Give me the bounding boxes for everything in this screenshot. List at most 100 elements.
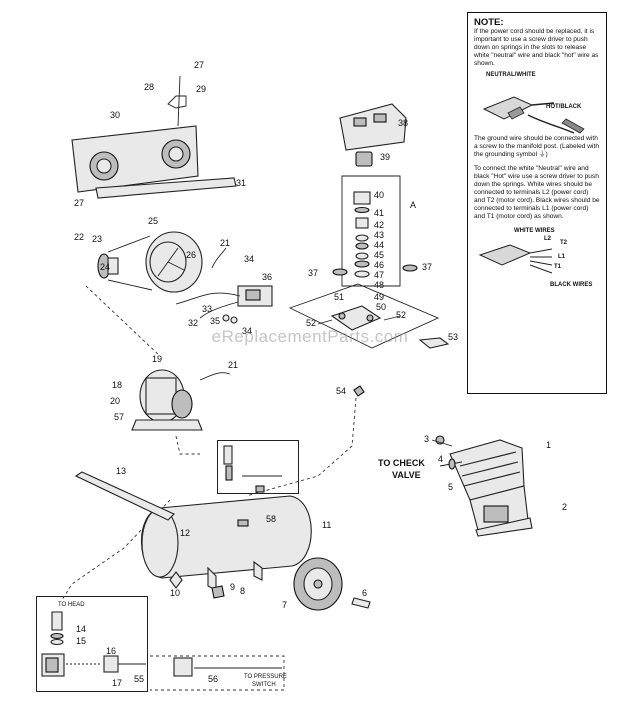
callout-51: 51 — [334, 292, 344, 302]
terminal-l1: L1 — [558, 254, 566, 260]
check-valve-inset-box — [217, 440, 299, 494]
terminal-l2: L2 — [544, 236, 552, 242]
tank-fittings — [41, 611, 146, 677]
callout-24: 24 — [100, 262, 110, 272]
callout-18: 18 — [112, 380, 122, 390]
note-box: NOTE: If the power cord should be replac… — [467, 12, 607, 394]
callout-39: 39 — [380, 152, 390, 162]
terminal-t2: T2 — [560, 240, 568, 246]
callout-19: 19 — [152, 354, 162, 364]
terminal-t1: T1 — [554, 264, 562, 270]
callout-20: 20 — [110, 396, 120, 406]
valve-stack — [353, 191, 371, 278]
callout-52: 52 — [306, 318, 316, 328]
callout-55: 55 — [134, 674, 144, 684]
motor — [131, 369, 203, 431]
callout-49: 49 — [374, 292, 384, 302]
to-pressure-label-2: SWITCH — [252, 682, 276, 688]
callout-30: 30 — [110, 110, 120, 120]
callout-56: 56 — [208, 674, 218, 684]
fitting-55 — [173, 657, 193, 677]
callout-9: 9 — [230, 582, 235, 592]
callout-37: 37 — [308, 268, 318, 278]
head-cover — [339, 103, 407, 151]
pressure-switch — [237, 285, 273, 307]
callout-31: 31 — [236, 178, 246, 188]
callout-8: 8 — [240, 586, 245, 596]
callout-6: 6 — [362, 588, 367, 598]
callout-13: 13 — [116, 466, 126, 476]
callout-22: 22 — [74, 232, 84, 242]
callout-57: 57 — [114, 412, 124, 422]
fittings-inset-box — [36, 596, 148, 692]
callout-58: 58 — [266, 514, 276, 524]
check-valve-parts — [223, 445, 282, 493]
callout-46: 46 — [374, 260, 384, 270]
connector — [418, 337, 450, 349]
callout-34: 34 — [244, 254, 254, 264]
to-check-valve-label-1: TO CHECK — [378, 458, 425, 468]
note-label-white-wires: WHITE WIRES — [514, 228, 555, 234]
callout-45: 45 — [374, 250, 384, 260]
terminal-illustration: L2 T2 L1 T1 — [474, 235, 600, 281]
callout-41: 41 — [374, 208, 384, 218]
callout-43: 43 — [374, 230, 384, 240]
manifold — [330, 305, 382, 331]
callout-11: 11 — [322, 520, 331, 530]
callout-5: 5 — [448, 482, 453, 492]
callout-1: 1 — [546, 440, 551, 450]
callout-28: 28 — [144, 82, 154, 92]
callout-27-lower: 27 — [74, 198, 84, 208]
guard-bracket — [95, 177, 237, 199]
handle — [74, 471, 175, 521]
note-title: NOTE: — [474, 17, 504, 28]
callout-50: 50 — [376, 302, 386, 312]
wheel — [293, 557, 343, 611]
callout-44: 44 — [374, 240, 384, 250]
callout-21: 21 — [220, 238, 230, 248]
assembly-a-label: A — [410, 200, 416, 210]
callout-42: 42 — [374, 220, 384, 230]
callout-32: 32 — [188, 318, 198, 328]
callout-29: 29 — [196, 84, 206, 94]
callout-48: 48 — [374, 280, 384, 290]
note-para-3: To connect the white "Neutral" wire and … — [474, 165, 600, 220]
callout-12: 12 — [180, 528, 190, 538]
tank — [140, 495, 312, 579]
callout-47: 47 — [374, 270, 384, 280]
callout-26: 26 — [186, 250, 196, 260]
callout-35: 35 — [210, 316, 220, 326]
callout-3: 3 — [424, 434, 429, 444]
pump — [449, 439, 533, 537]
note-para-2: The ground wire should be connected with… — [474, 135, 599, 158]
callout-17: 17 — [112, 678, 122, 688]
callout-27: 27 — [194, 60, 204, 70]
callout-7: 7 — [282, 600, 287, 610]
callout-10: 10 — [170, 588, 180, 598]
to-pressure-label-1: TO PRESSURE — [244, 674, 287, 680]
bracket-clip — [167, 95, 187, 109]
flywheel — [145, 231, 203, 293]
callout-37-right: 37 — [422, 262, 432, 272]
note-label-hot: HOT/BLACK — [546, 104, 582, 110]
callout-40: 40 — [374, 190, 384, 200]
callout-15: 15 — [76, 636, 86, 646]
to-check-valve-label-2: VALVE — [392, 470, 421, 480]
callout-34-lower: 34 — [242, 326, 252, 336]
callout-4: 4 — [438, 454, 443, 464]
callout-53: 53 — [448, 332, 458, 342]
callout-14: 14 — [76, 624, 86, 634]
note-label-black-wires: BLACK WIRES — [550, 282, 593, 288]
callout-38: 38 — [398, 118, 408, 128]
to-head-label: TO HEAD — [58, 602, 85, 608]
callout-21-lower: 21 — [228, 360, 238, 370]
callout-36: 36 — [262, 272, 272, 282]
callout-23: 23 — [92, 234, 102, 244]
callout-25: 25 — [148, 216, 158, 226]
note-label-neutral: NEUTRAL/WHITE — [486, 72, 536, 78]
note-para-1: If the power cord should be replaced, it… — [474, 28, 599, 67]
callout-54: 54 — [336, 386, 346, 396]
callout-52-right: 52 — [396, 310, 406, 320]
watermark: eReplacementParts.com — [211, 327, 409, 346]
